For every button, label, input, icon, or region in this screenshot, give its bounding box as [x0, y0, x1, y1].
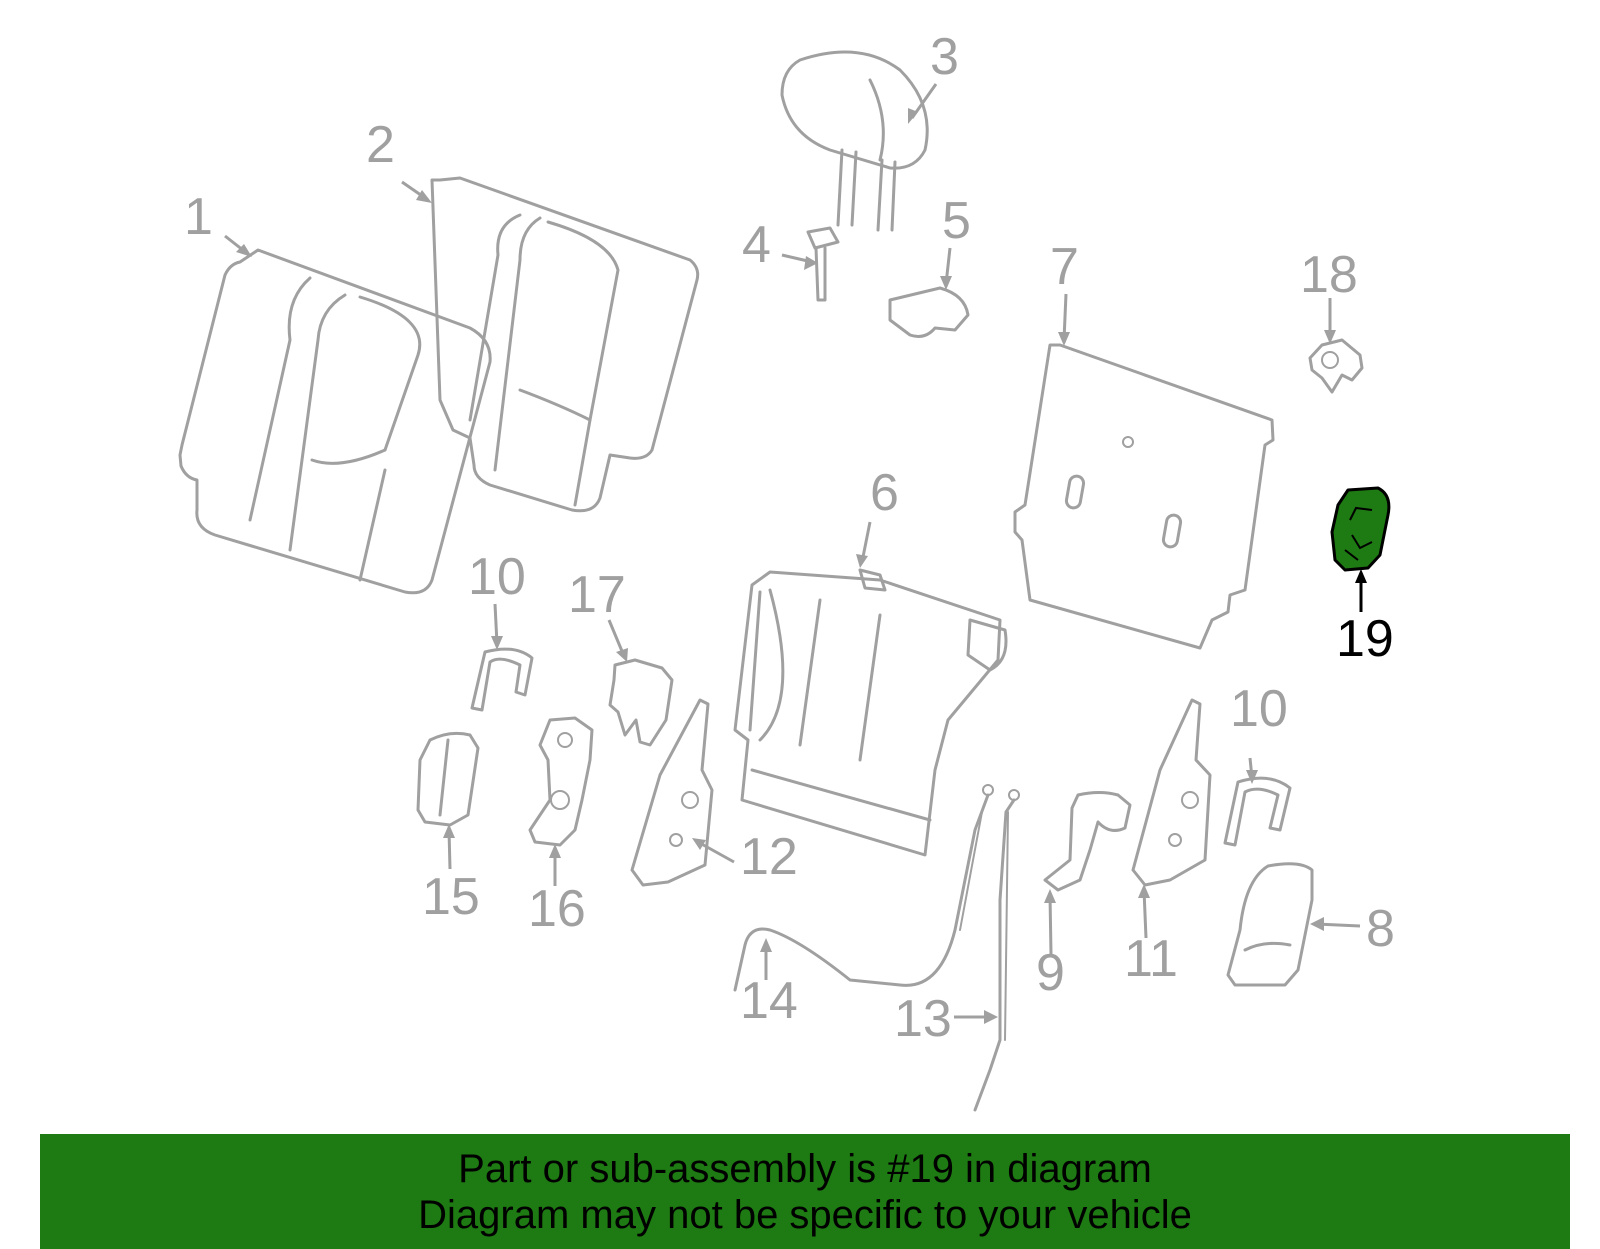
part-3-headrest[interactable]	[780, 50, 929, 232]
part-9-trim-bracket[interactable]	[1043, 791, 1132, 892]
part-8-side-cover[interactable]	[1226, 862, 1314, 987]
callout-19: 19	[1336, 610, 1394, 668]
callout-1: 1	[184, 188, 213, 246]
callout-5: 5	[942, 192, 971, 250]
callout-7: 7	[1050, 238, 1079, 296]
callout-3: 3	[930, 28, 959, 86]
callout-17: 17	[568, 566, 626, 624]
part-15-hinge-cover[interactable]	[416, 731, 480, 827]
callout-11: 11	[1124, 930, 1178, 988]
part-19-highlighted[interactable]	[1330, 486, 1391, 572]
banner-line-2: Diagram may not be specific to your vehi…	[418, 1192, 1192, 1237]
callout-10-right: 10	[1230, 680, 1288, 738]
callout-labels: 1 2 3 4 5 7 18 6 10 17 10 12 15 16 8 9 1…	[184, 28, 1395, 1048]
part-14-release-cable[interactable]	[733, 784, 994, 992]
part-6-seat-back-frame[interactable]	[733, 568, 1008, 857]
banner-line-1: Part or sub-assembly is #19 in diagram	[458, 1146, 1152, 1191]
part-1-seat-back-cushion[interactable]	[178, 248, 492, 595]
part-12-recliner-mechanism[interactable]	[630, 698, 714, 887]
callout-8: 8	[1366, 900, 1395, 958]
part-10-trim-clip-left[interactable]	[470, 647, 534, 712]
callout-6: 6	[870, 464, 899, 522]
callout-16: 16	[528, 880, 586, 938]
callout-14: 14	[740, 972, 798, 1030]
leader-arrowheads	[236, 108, 1367, 1024]
callout-13: 13	[894, 990, 952, 1048]
part-13-release-cable[interactable]	[973, 789, 1020, 1112]
callout-4: 4	[742, 216, 771, 274]
part-4-headrest-guide[interactable]	[806, 226, 840, 302]
part-10-trim-clip-right[interactable]	[1223, 776, 1292, 847]
callout-12: 12	[740, 828, 798, 886]
part-18-clip[interactable]	[1308, 338, 1364, 394]
part-7-seat-back-panel[interactable]	[1013, 343, 1275, 650]
part-11-recliner-mechanism[interactable]	[1131, 698, 1212, 887]
part-5-guide-cap[interactable]	[888, 286, 970, 338]
callout-15: 15	[422, 868, 480, 926]
part-16-hinge-bracket[interactable]	[528, 716, 594, 847]
info-banner: Part or sub-assembly is #19 in diagram D…	[40, 1134, 1570, 1249]
callout-10-left: 10	[468, 548, 526, 606]
callout-18: 18	[1300, 246, 1358, 304]
callout-2: 2	[366, 116, 395, 174]
part-2-seat-back-cushion[interactable]	[430, 176, 700, 513]
callout-9: 9	[1036, 944, 1065, 1002]
part-17-latch-bracket[interactable]	[608, 658, 674, 747]
